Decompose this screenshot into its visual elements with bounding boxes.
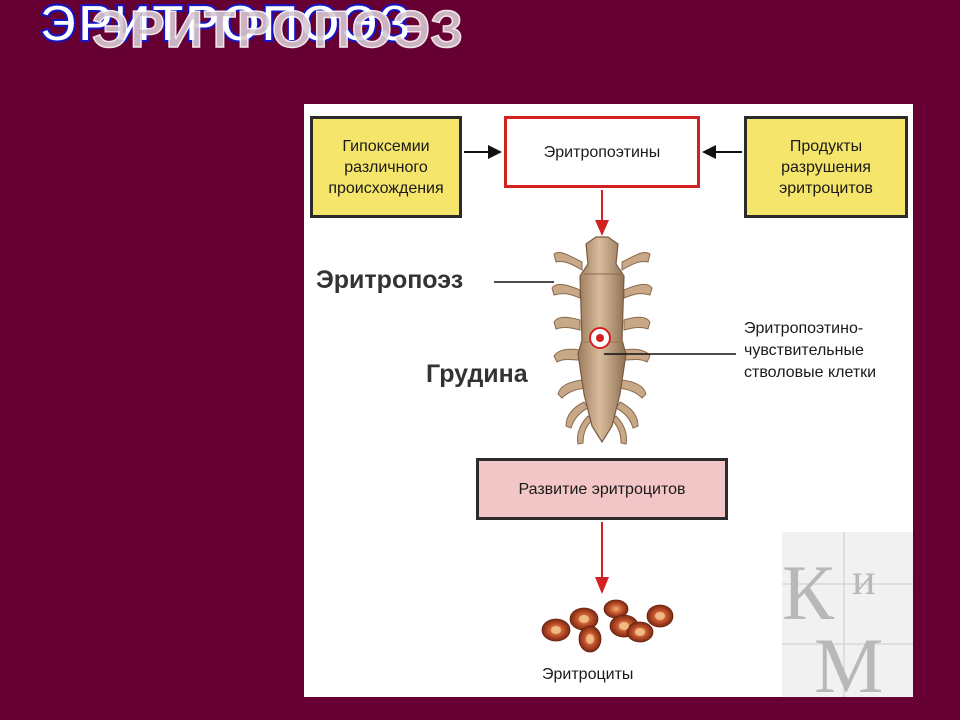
hypoxemia-box: Гипоксемии различного происхождения <box>310 116 462 218</box>
svg-text:М: М <box>814 622 883 697</box>
destruction-products-label: Продукты разрушения эритроцитов <box>779 137 873 197</box>
left-arrow <box>464 145 502 159</box>
sternum-illustration <box>551 236 653 445</box>
svg-text:и: и <box>852 555 876 604</box>
erythropoiesis-diagram: К и М Гипоксемии различного происхождени… <box>304 104 913 697</box>
title-text: ЭРИТРОПОЭЗ <box>39 0 412 54</box>
hypoxemia-label: Гипоксемии различного происхождения <box>328 137 444 197</box>
diagram-graphics <box>464 145 742 653</box>
erythrocytes-illustration <box>541 599 674 653</box>
title-shadow: ЭРИТРОПОЭЗ <box>91 0 464 60</box>
destruction-products-box: Продукты разрушения эритроцитов <box>744 116 908 218</box>
erythropoietins-label: Эритропоэтины <box>543 143 661 161</box>
watermark-logo: К и М <box>782 532 913 697</box>
sternum-label: Грудина <box>426 360 528 388</box>
stem-cell-marker <box>589 327 611 349</box>
erythrocyte-development-box: Развитие эритроцитов <box>476 458 728 520</box>
svg-text:К: К <box>782 549 835 636</box>
erythropoietins-box: Эритропоэтины <box>504 116 700 188</box>
erythrocyte-development-label: Развитие эритроцитов <box>518 480 686 498</box>
arrow-to-sternum <box>595 190 609 236</box>
slide-title: ЭРИТРОПОЭЗ ЭРИТРОПОЭЗ <box>39 0 464 60</box>
erythropoiesis-label: Эритропоэз <box>316 266 464 294</box>
stem-cells-label: Эритропоэтино- чувствительные стволовые … <box>744 320 877 381</box>
arrow-to-erythrocytes <box>595 522 609 594</box>
right-arrow <box>702 145 742 159</box>
erythrocytes-label: Эритроциты <box>542 666 634 683</box>
